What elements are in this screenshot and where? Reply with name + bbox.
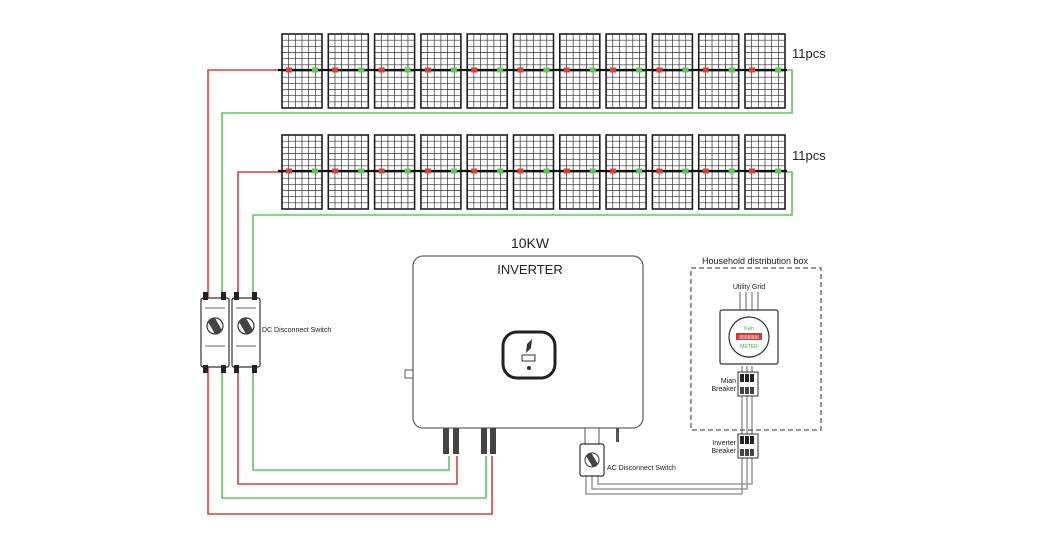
- panel-negative-connector: [312, 67, 318, 73]
- main-breaker-label-2: Breaker: [711, 386, 736, 393]
- household-distribution-box: Household distribution box Utility Grid …: [690, 256, 822, 459]
- panel-negative-connector: [589, 67, 596, 73]
- dc-disconnect-switch: DC Disconnect Switch: [200, 292, 331, 373]
- panel-negative-connector: [728, 67, 735, 73]
- panel-positive-connector: [702, 168, 709, 174]
- panel-positive-connector: [749, 67, 755, 73]
- panel-positive-connector: [517, 67, 524, 73]
- panel-negative-connector: [636, 67, 643, 73]
- inverter-ac-terminal: [584, 427, 600, 447]
- panel-negative-connector: [775, 67, 781, 73]
- string-2-positive-wire-out: [237, 367, 458, 485]
- ac-disconnect-switch: AC Disconnect Switch: [579, 443, 676, 477]
- panel-positive-connector: [563, 168, 570, 174]
- string-2-positive-wire: [237, 171, 282, 298]
- string-2-negative-wire-out: [252, 367, 450, 471]
- string-1-positive-wire-out: [207, 367, 493, 515]
- meter-display: 8888888: [739, 335, 759, 341]
- panel-negative-connector: [775, 168, 781, 174]
- panel-positive-connector: [424, 168, 431, 174]
- panel-positive-connector: [702, 67, 709, 73]
- panel-positive-connector: [332, 168, 339, 174]
- string-2-negative-wire: [252, 171, 793, 298]
- panel-positive-connector: [378, 168, 385, 174]
- wiring: [207, 69, 793, 515]
- panel-positive-connector: [610, 67, 617, 73]
- inverter: 10KW INVERTER: [404, 235, 644, 454]
- panel-negative-connector: [404, 67, 411, 73]
- main-breaker-label-1: Mian: [721, 378, 736, 385]
- panel-negative-connector: [358, 168, 365, 174]
- dc-switch-label: DC Disconnect Switch: [262, 327, 331, 334]
- panel-negative-connector: [450, 168, 457, 174]
- string-2-count-label: 11pcs: [792, 148, 826, 163]
- panel-negative-connector: [636, 168, 643, 174]
- panel-positive-connector: [471, 67, 478, 73]
- ac-switch-label: AC Disconnect Switch: [607, 465, 676, 472]
- panel-negative-connector: [358, 67, 365, 73]
- inverter-dc-connectors: [443, 428, 496, 454]
- inverter-breaker-label-1: Inverter: [712, 440, 736, 447]
- string-1-negative-wire-out: [221, 367, 487, 499]
- dc-switch-b: [231, 292, 261, 373]
- main-breaker: Mian Breaker: [711, 371, 759, 397]
- panel-positive-connector: [610, 168, 617, 174]
- panel-positive-connector: [378, 67, 385, 73]
- panel-negative-connector: [682, 67, 689, 73]
- panel-positive-connector: [749, 168, 755, 174]
- meter-brand: Kwh: [744, 326, 754, 332]
- inverter-logo-icon: [526, 339, 532, 353]
- inverter-breaker: Inverter Breaker: [711, 433, 759, 459]
- panel-negative-connector: [497, 168, 504, 174]
- panel-positive-connector: [471, 168, 478, 174]
- inverter-label: INVERTER: [497, 262, 563, 277]
- distribution-box-title: Household distribution box: [702, 256, 809, 266]
- inverter-side-handle: [404, 369, 414, 379]
- ac-wiring: [585, 292, 759, 495]
- utility-grid-label: Utility Grid: [733, 284, 765, 291]
- inverter-rating: 10KW: [511, 235, 550, 251]
- panel-negative-connector: [728, 168, 735, 174]
- panel-positive-connector: [332, 67, 339, 73]
- panel-negative-connector: [589, 168, 596, 174]
- panel-negative-connector: [497, 67, 504, 73]
- string-1-negative-wire: [221, 69, 793, 298]
- panel-positive-connector: [286, 168, 292, 174]
- panel-positive-connector: [656, 67, 663, 73]
- panel-negative-connector: [450, 67, 457, 73]
- inverter-breaker-label-2: Breaker: [711, 448, 736, 455]
- panel-positive-connector: [517, 168, 524, 174]
- panel-negative-connector: [543, 168, 550, 174]
- dc-switch-a: [200, 292, 230, 373]
- kwh-meter: Kwh 8888888 METER: [719, 309, 779, 365]
- panel-negative-connector: [404, 168, 411, 174]
- panel-negative-connector: [312, 168, 318, 174]
- panel-positive-connector: [656, 168, 663, 174]
- pv-string-2: [278, 134, 787, 210]
- pv-string-1: [278, 33, 787, 109]
- panel-negative-connector: [682, 168, 689, 174]
- panel-positive-connector: [563, 67, 570, 73]
- meter-caption: METER: [740, 344, 758, 350]
- string-1-count-label: 11pcs: [792, 46, 826, 61]
- panel-negative-connector: [543, 67, 550, 73]
- panel-positive-connector: [424, 67, 431, 73]
- panel-positive-connector: [286, 67, 292, 73]
- string-1-positive-wire: [207, 69, 282, 298]
